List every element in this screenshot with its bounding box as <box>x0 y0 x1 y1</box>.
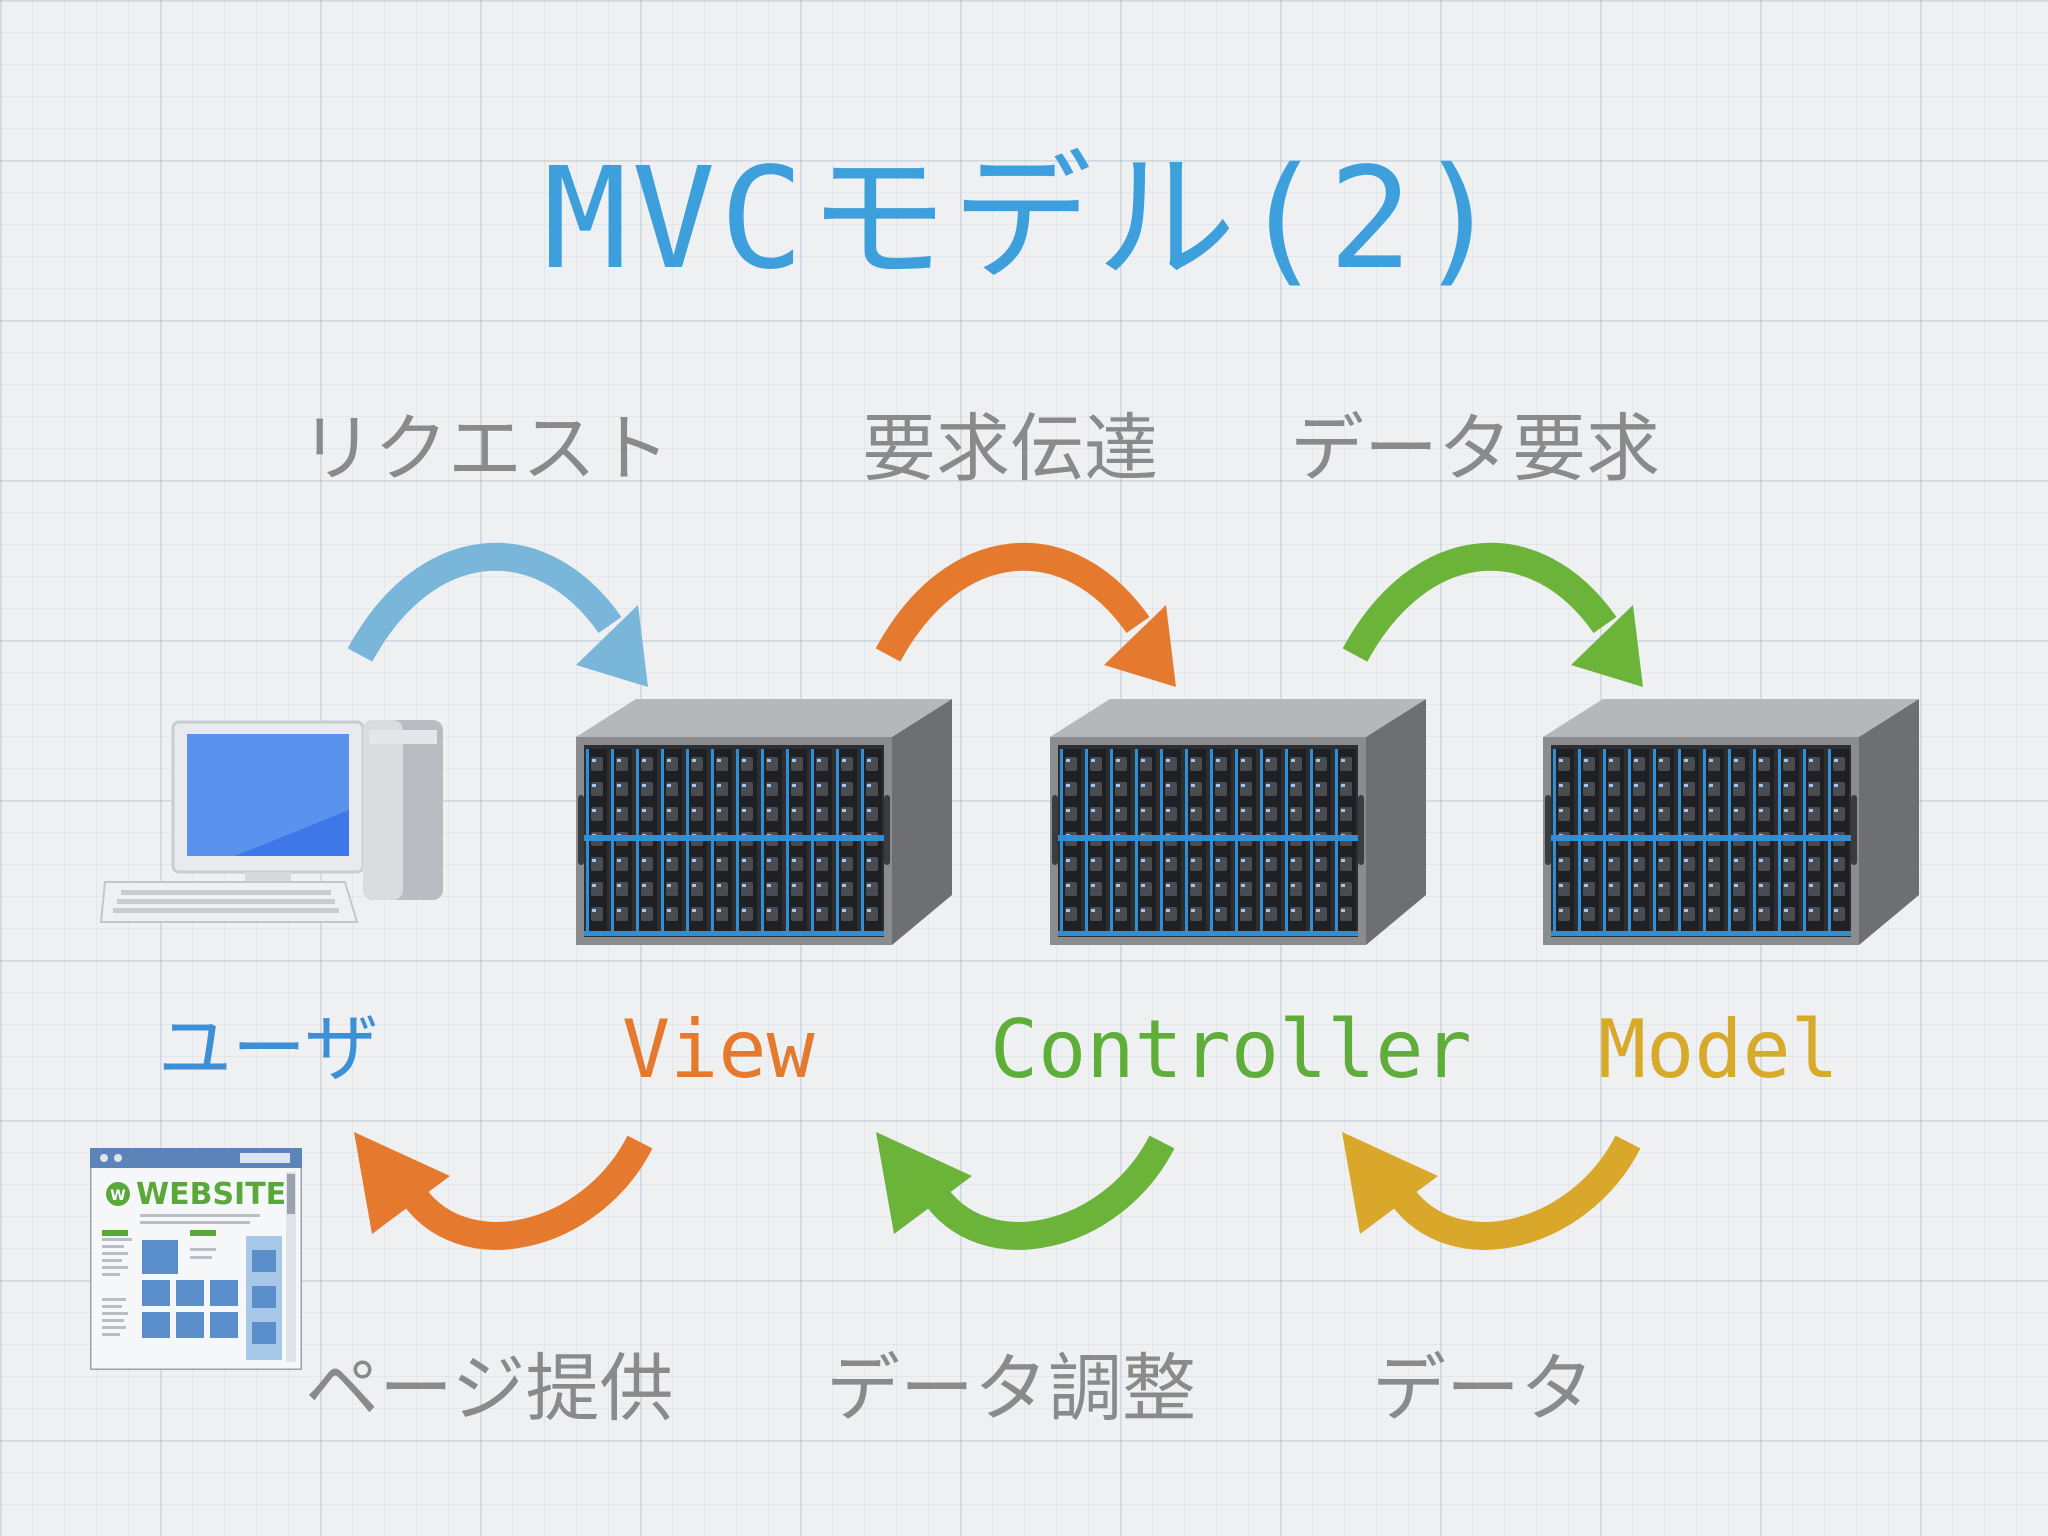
arrow-page <box>350 1130 660 1280</box>
label-data: データ <box>1372 1352 1594 1426</box>
website-page-icon: W WEBSITE <box>90 1148 302 1370</box>
label-adjust: データ調整 <box>826 1352 1196 1426</box>
label-request: リクエスト <box>300 412 670 486</box>
arrow-forward <box>868 505 1198 685</box>
node-label-user: ユーザ <box>158 1012 379 1086</box>
server-view-icon <box>570 695 955 950</box>
node-label-view: View <box>622 1010 815 1090</box>
desktop-computer-icon <box>95 710 455 940</box>
arrow-adjust <box>872 1130 1182 1280</box>
node-label-model: Model <box>1598 1010 1839 1090</box>
website-logo-text: WEBSITE <box>136 1177 286 1212</box>
node-label-controller: Controller <box>990 1010 1472 1090</box>
arrow-request <box>340 505 670 685</box>
label-page: ページ提供 <box>305 1352 674 1426</box>
server-model-icon <box>1537 695 1922 950</box>
label-data-request: データ要求 <box>1290 412 1660 486</box>
label-forward: 要求伝達 <box>862 412 1158 486</box>
server-controller-icon <box>1044 695 1429 950</box>
arrow-data-request <box>1335 505 1665 685</box>
svg-text:W: W <box>110 1188 125 1204</box>
arrow-data <box>1338 1130 1648 1280</box>
page-title: MVCモデル(2) <box>0 150 2048 290</box>
